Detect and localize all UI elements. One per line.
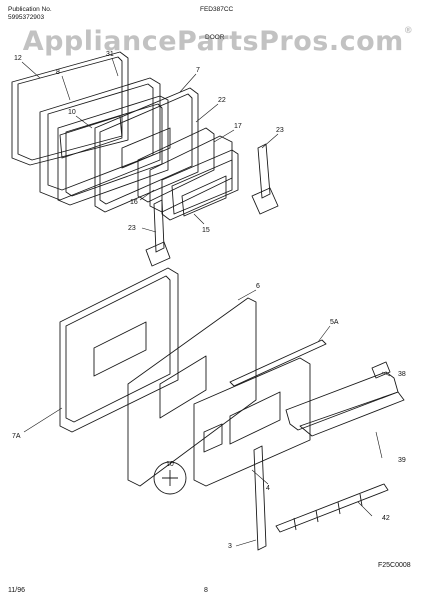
callout-15: 15 — [202, 227, 210, 234]
callout-5a: 5A — [330, 319, 339, 326]
page-number: 8 — [204, 587, 208, 594]
callout-10-screw: 10 — [166, 461, 174, 468]
callout-7a: 7A — [12, 433, 21, 440]
footer-date: 11/96 — [8, 587, 25, 594]
callout-leaders — [21, 57, 391, 547]
section-title: DOOR — [205, 34, 225, 41]
callout-23-left: 23 — [128, 225, 136, 232]
door-inner-panel — [193, 357, 311, 487]
callout-17: 17 — [234, 123, 242, 130]
callout-6: 6 — [256, 283, 260, 290]
callout-42: 42 — [382, 515, 390, 522]
callout-8: 8 — [56, 69, 60, 76]
callout-10: 10 — [68, 109, 76, 116]
callout-38: 38 — [398, 371, 406, 378]
glass-pack — [137, 127, 239, 221]
callout-16: 16 — [130, 199, 138, 206]
callout-39: 39 — [398, 457, 406, 464]
watermark-mark: ® — [403, 26, 414, 36]
callout-12: 12 — [14, 55, 22, 62]
screw-detail — [153, 461, 187, 495]
callout-7: 7 — [196, 67, 200, 74]
callout-23-top: 23 — [276, 127, 284, 134]
publication-label: Publication No. — [8, 6, 52, 13]
door-hinge-right — [251, 143, 279, 215]
door-outer-panel — [59, 267, 179, 433]
callout-31: 31 — [106, 51, 114, 58]
trim-strip — [229, 339, 327, 387]
watermark-text: AppliancePartsPros.com — [22, 26, 404, 57]
watermark: AppliancePartsPros.com® — [0, 26, 436, 57]
callout-3: 3 — [228, 543, 232, 550]
door-handle — [285, 361, 405, 437]
callout-4: 4 — [266, 485, 270, 492]
callout-22: 22 — [218, 97, 226, 104]
outer-door-panel — [94, 87, 199, 213]
figure-code: F25C0008 — [378, 562, 411, 569]
door-liner — [127, 297, 257, 487]
model-number: FED387CC — [200, 6, 234, 13]
vent-strip — [275, 483, 389, 533]
door-hinge-left — [145, 199, 171, 267]
publication-number: 5995372903 — [8, 14, 45, 21]
side-support — [253, 445, 267, 551]
